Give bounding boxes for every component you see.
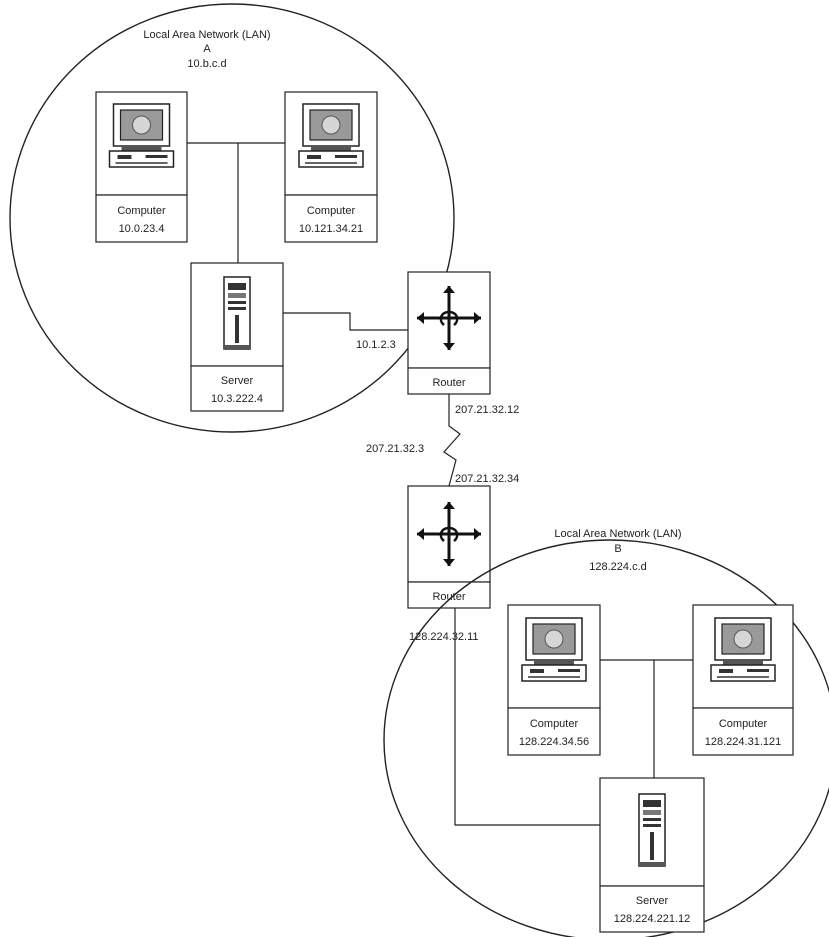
computer-label: Computer bbox=[117, 205, 166, 217]
lan-a-computer-2[interactable]: Computer 10.121.34.21 bbox=[285, 92, 377, 242]
lan-b-computer-2[interactable]: Computer 128.224.31.121 bbox=[693, 605, 793, 755]
router-b[interactable]: Router bbox=[408, 486, 490, 608]
lan-b-range: 128.224.c.d bbox=[589, 561, 647, 573]
tower-server-icon bbox=[639, 794, 665, 866]
computer-label: Computer bbox=[719, 718, 768, 730]
wan-link-ip: 207.21.32.3 bbox=[366, 443, 424, 455]
lan-b-server[interactable]: Server 128.224.221.12 bbox=[600, 778, 704, 932]
desktop-computer-icon bbox=[110, 104, 174, 167]
server-ip: 10.3.222.4 bbox=[211, 393, 263, 405]
lan-a-title: Local Area Network (LAN) bbox=[143, 29, 270, 41]
lan-b-letter: B bbox=[614, 543, 621, 555]
lan-b-computer-1[interactable]: Computer 128.224.34.56 bbox=[508, 605, 600, 755]
server-label: Server bbox=[221, 375, 254, 387]
lan-a-server[interactable]: Server 10.3.222.4 bbox=[191, 263, 283, 411]
lan-a-computer-1[interactable]: Computer 10.0.23.4 bbox=[96, 92, 187, 242]
computer-ip: 128.224.34.56 bbox=[519, 736, 589, 748]
computer-label: Computer bbox=[307, 205, 356, 217]
lan-a-uplink bbox=[283, 313, 408, 330]
tower-server-icon bbox=[224, 277, 250, 349]
desktop-computer-icon bbox=[711, 618, 775, 681]
computer-label: Computer bbox=[530, 718, 579, 730]
desktop-computer-icon bbox=[522, 618, 586, 681]
router-a[interactable]: Router bbox=[408, 272, 490, 394]
desktop-computer-icon bbox=[299, 104, 363, 167]
computer-ip: 10.0.23.4 bbox=[119, 223, 165, 235]
lan-b-bus bbox=[600, 660, 693, 778]
lan-a-letter: A bbox=[203, 43, 211, 55]
server-label: Server bbox=[636, 895, 669, 907]
lan-a-range: 10.b.c.d bbox=[187, 58, 226, 70]
router-b-wan-ip: 207.21.32.34 bbox=[455, 473, 519, 485]
computer-ip: 128.224.31.121 bbox=[705, 736, 781, 748]
lan-a-bus bbox=[187, 143, 285, 263]
router-a-lan-ip: 10.1.2.3 bbox=[356, 339, 396, 351]
lan-b-title: Local Area Network (LAN) bbox=[554, 528, 681, 540]
router-label: Router bbox=[432, 377, 465, 389]
computer-ip: 10.121.34.21 bbox=[299, 223, 363, 235]
server-ip: 128.224.221.12 bbox=[614, 913, 690, 925]
router-label: Router bbox=[432, 591, 465, 603]
router-a-wan-ip: 207.21.32.12 bbox=[455, 404, 519, 416]
